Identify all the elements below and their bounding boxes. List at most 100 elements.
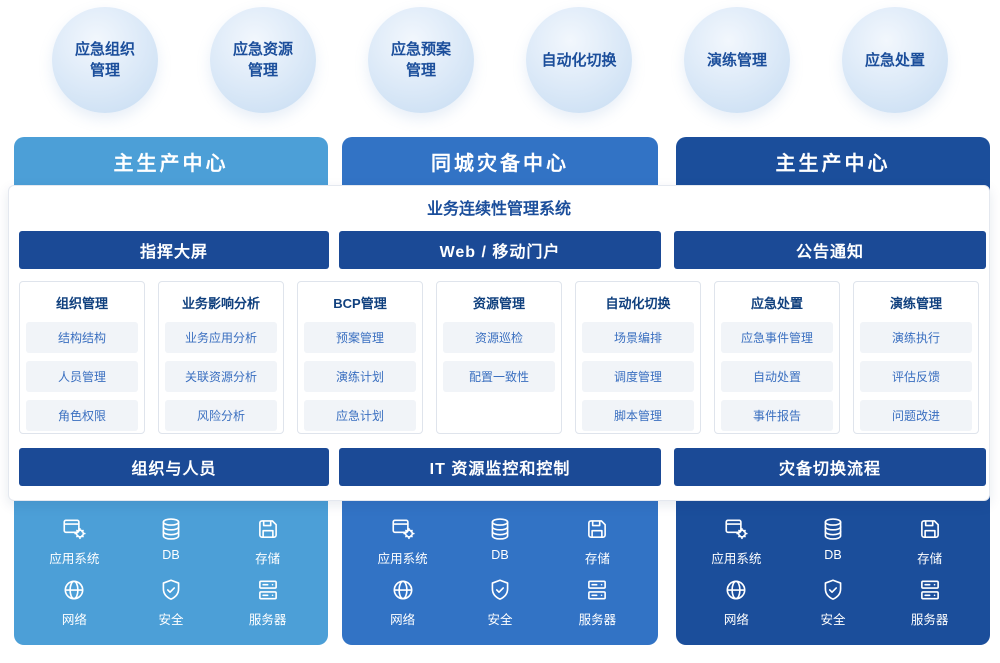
module-item: 业务应用分析 [165,322,277,353]
bcm-system-panel: 业务连续性管理系统 指挥大屏 Web / 移动门户 公告通知 组织管理 结构结构… [8,185,990,501]
module-item: 应急事件管理 [721,322,833,353]
bubble-label: 应急资源 [232,41,293,58]
capability-bubble-auto-switch: 自动化切换 [526,7,632,113]
app-system-icon [61,516,87,542]
infrastructure-grid: 应用系统 DB 存储 网络 安全 服务器 [688,507,978,637]
capabilities-row: 应急组织 管理 应急资源 管理 应急预案 管理 自动化切换 演练管理 应急处置 [52,7,948,113]
module-item: 调度管理 [582,361,694,392]
infra-item-network: 网络 [723,577,749,628]
infrastructure-grid: 应用系统 DB 存储 网络 安全 服务器 [354,507,646,637]
infra-label: 网络 [390,613,416,628]
module-card-auto-switch: 自动化切换 场景编排 调度管理 脚本管理 [575,281,701,434]
storage-icon [255,516,281,542]
server-icon [584,577,610,603]
infra-item-network: 网络 [61,577,87,628]
server-icon [255,577,281,603]
module-item: 配置一致性 [443,361,555,392]
module-item: 评估反馈 [860,361,972,392]
infra-item-storage: 存储 [584,516,610,567]
module-card-org-mgmt: 组织管理 结构结构 人员管理 角色权限 [19,281,145,434]
module-title: 自动化切换 [605,296,671,311]
infra-item-storage: 存储 [917,516,943,567]
infra-item-app-system: 应用系统 [49,516,99,567]
infra-label: DB [824,547,842,562]
storage-icon [584,516,610,542]
infra-label: 应用系统 [711,551,762,566]
module-cards-row: 组织管理 结构结构 人员管理 角色权限 业务影响分析 业务应用分析 关联资源分析… [19,281,979,434]
module-item: 事件报告 [721,400,833,431]
infra-label: 安全 [820,613,846,628]
center-title: 主生产中心 [775,152,891,175]
database-icon [487,516,513,542]
database-icon [158,516,184,542]
bubble-label: 演练管理 [706,51,767,69]
capability-bubble-emergency-org: 应急组织 管理 [52,7,158,113]
infrastructure-grid: 应用系统 DB 存储 网络 安全 服务器 [26,507,316,637]
bubble-label: 管理 [247,62,278,79]
network-icon [61,577,87,603]
infra-label: 服务器 [910,613,949,628]
module-title: BCP管理 [333,296,387,311]
module-item: 场景编排 [582,322,694,353]
bubble-label: 应急处置 [864,51,925,69]
module-title: 组织管理 [55,296,108,311]
capability-bubble-emergency-plan: 应急预案 管理 [368,7,474,113]
center-title: 主生产中心 [113,152,229,175]
security-icon [487,577,513,603]
module-title: 资源管理 [472,296,525,311]
module-card-bia: 业务影响分析 业务应用分析 关联资源分析 风险分析 [158,281,284,434]
infra-item-server: 服务器 [910,577,949,628]
portal-header-announcement: 公告通知 [674,231,986,269]
module-item: 结构结构 [26,322,138,353]
infra-label: 应用系统 [377,551,428,566]
module-item: 预案管理 [304,322,416,353]
module-item: 脚本管理 [582,400,694,431]
module-item: 风险分析 [165,400,277,431]
capability-bubble-emergency-resource: 应急资源 管理 [210,7,316,113]
portal-header-web-mobile: Web / 移动门户 [339,231,661,269]
infra-label: 存储 [255,551,281,566]
capability-bubble-emergency-response: 应急处置 [842,7,948,113]
infra-label: 应用系统 [49,551,100,566]
database-icon [820,516,846,542]
app-system-icon [390,516,416,542]
bubble-label: 应急预案 [390,41,451,58]
module-item: 资源巡检 [443,322,555,353]
module-title: 业务影响分析 [181,296,260,311]
infra-item-storage: 存储 [255,516,281,567]
storage-icon [917,516,943,542]
layer-header-org-personnel: 组织与人员 [19,448,329,486]
module-item: 关联资源分析 [165,361,277,392]
layer-header-it-monitoring: IT 资源监控和控制 [339,448,661,486]
network-icon [723,577,749,603]
module-item: 演练计划 [304,361,416,392]
infra-item-server: 服务器 [248,577,287,628]
capability-bubble-drill-mgmt: 演练管理 [684,7,790,113]
module-title: 应急处置 [750,296,803,311]
bubble-label: 管理 [405,62,436,79]
module-item: 演练执行 [860,322,972,353]
infra-label: 网络 [723,613,749,628]
infra-label: 服务器 [578,613,617,628]
infra-label: 安全 [487,613,513,628]
infra-item-server: 服务器 [578,577,617,628]
infra-label: 安全 [158,613,184,628]
infra-label: 服务器 [248,613,287,628]
infra-label: 存储 [584,551,610,566]
infra-label: DB [491,547,509,562]
layer-header-dr-switch-flow: 灾备切换流程 [674,448,986,486]
module-item: 人员管理 [26,361,138,392]
infra-label: 存储 [917,551,943,566]
bubble-label: 管理 [89,62,120,79]
bubble-label: 应急组织 [74,41,135,58]
bubble-label: 自动化切换 [541,51,617,69]
module-title: 演练管理 [889,296,942,311]
infra-item-db: DB [820,516,846,567]
infra-label: DB [162,547,180,562]
module-card-drill-mgmt: 演练管理 演练执行 评估反馈 问题改进 [853,281,979,434]
infra-item-security: 安全 [158,577,184,628]
infra-item-network: 网络 [390,577,416,628]
module-item: 自动处置 [721,361,833,392]
module-card-resource-mgmt: 资源管理 资源巡检 配置一致性 [436,281,562,434]
